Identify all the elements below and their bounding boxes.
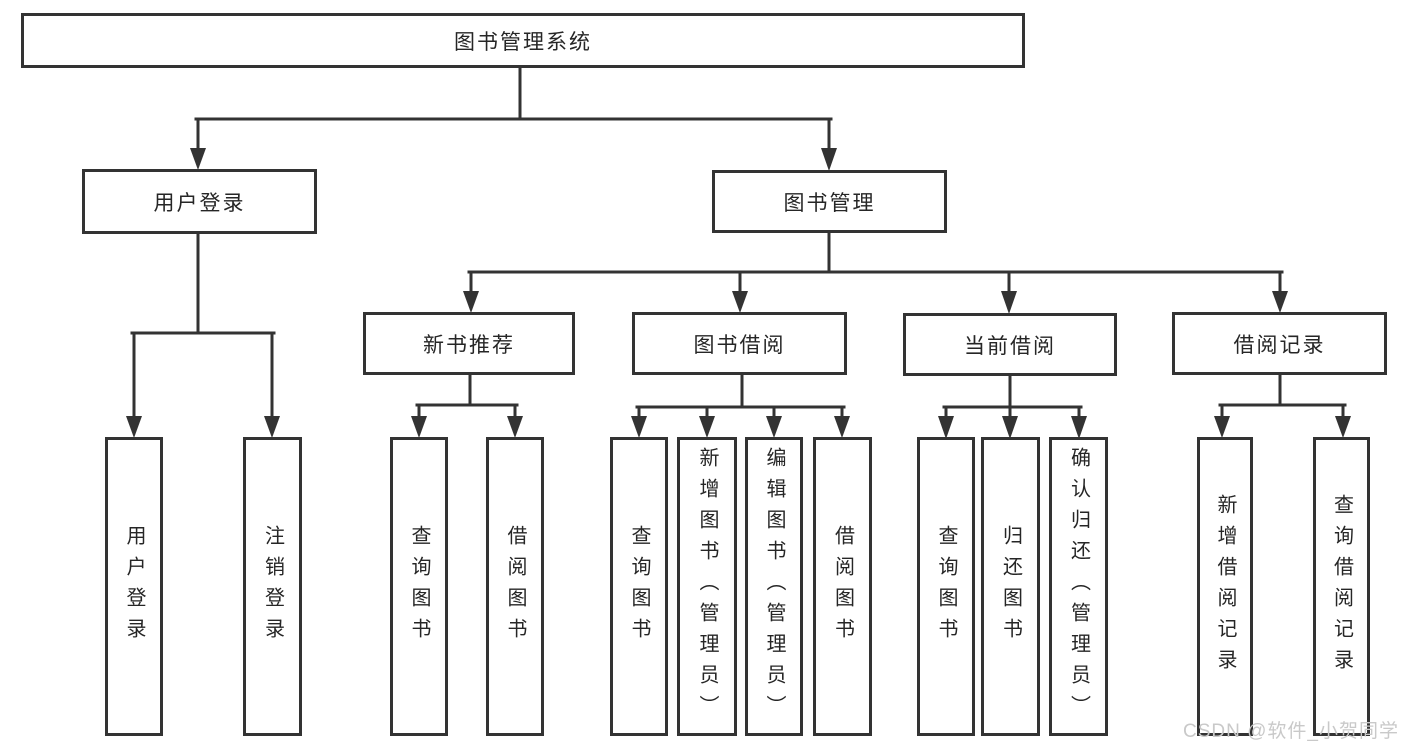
leaf-label: 归还图书	[999, 524, 1022, 649]
leaf-add-books-admin: 新增图书（管理员）	[677, 437, 737, 736]
leaf-label: 编辑图书（管理员）	[763, 447, 785, 726]
leaf-borrow-books-borrowing: 借阅图书	[813, 437, 872, 736]
leaf-logout: 注销登录	[243, 437, 302, 736]
node-label: 借阅记录	[1233, 333, 1326, 357]
leaf-query-books-current: 查询图书	[917, 437, 975, 736]
node-user-login: 用户登录	[82, 169, 317, 234]
leaf-label: 借阅图书	[831, 524, 854, 649]
node-label: 图书借阅	[693, 333, 786, 357]
node-root-library-management-system: 图书管理系统	[21, 13, 1025, 68]
node-label: 当前借阅	[964, 334, 1056, 358]
leaf-label: 查询借阅记录	[1330, 493, 1353, 680]
leaf-return-books: 归还图书	[981, 437, 1040, 736]
node-label: 图书管理系统	[454, 30, 592, 54]
node-book-borrowing: 图书借阅	[632, 312, 847, 375]
leaf-edit-books-admin: 编辑图书（管理员）	[745, 437, 803, 736]
leaf-user-login: 用户登录	[105, 437, 163, 736]
node-book-management: 图书管理	[712, 170, 947, 233]
node-borrowing-records: 借阅记录	[1172, 312, 1387, 375]
leaf-label: 用户登录	[123, 524, 145, 649]
leaf-label: 查询图书	[408, 524, 430, 649]
node-new-book-recommendation: 新书推荐	[363, 312, 575, 375]
node-label: 图书管理	[783, 191, 876, 215]
leaf-borrow-books-recommend: 借阅图书	[486, 437, 544, 736]
leaf-query-books-recommend: 查询图书	[390, 437, 448, 736]
leaf-label: 注销登录	[261, 524, 284, 649]
leaf-confirm-return-admin: 确认归还（管理员）	[1049, 437, 1108, 736]
leaf-add-borrow-record: 新增借阅记录	[1197, 437, 1253, 736]
arrowheads	[126, 148, 1351, 439]
leaf-label: 查询图书	[935, 524, 957, 649]
node-label: 用户登录	[153, 191, 246, 215]
leaf-label: 确认归还（管理员）	[1067, 447, 1090, 726]
leaf-label: 借阅图书	[504, 524, 526, 649]
node-label: 新书推荐	[423, 333, 515, 357]
leaf-query-borrow-record: 查询借阅记录	[1313, 437, 1370, 736]
leaf-label: 查询图书	[628, 524, 650, 649]
node-current-borrowing: 当前借阅	[903, 313, 1117, 376]
csdn-watermark: CSDN @软件_小贺同学	[1183, 721, 1399, 742]
leaf-query-books-borrowing: 查询图书	[610, 437, 668, 736]
leaf-label: 新增图书（管理员）	[696, 447, 718, 726]
leaf-label: 新增借阅记录	[1214, 493, 1236, 680]
